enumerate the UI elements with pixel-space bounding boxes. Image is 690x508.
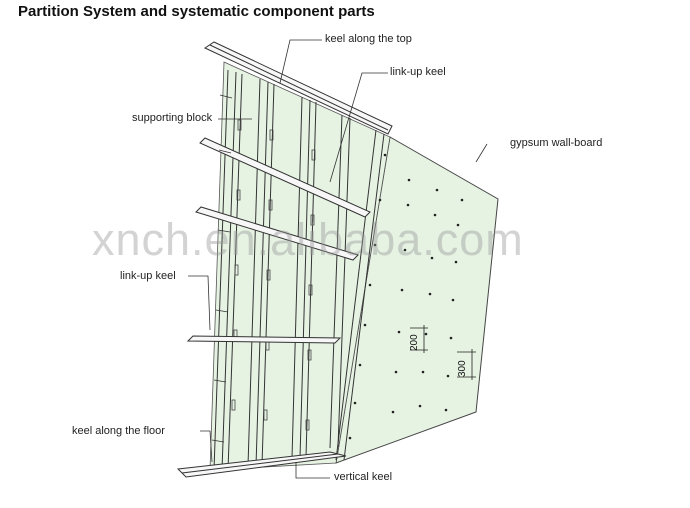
label-vertical-keel: vertical keel	[334, 471, 393, 483]
watermark-text: xnch.en.alibaba.com	[92, 214, 524, 265]
supporting-block-rungs	[211, 94, 233, 443]
keel-along-the-top	[203, 41, 393, 135]
label-supporting-block: supporting block	[132, 112, 213, 124]
dimension-300: 300	[457, 360, 468, 377]
vertical-keel-slots	[231, 119, 316, 431]
vertical-keels	[213, 69, 385, 471]
dimension-markers	[410, 325, 476, 380]
horizontal-link-up-keels	[186, 137, 371, 344]
label-link-up-keel-top: link-up keel	[390, 66, 446, 78]
board-screw-dots	[348, 153, 464, 440]
gypsum-wall-board	[209, 61, 499, 471]
dimension-200: 200	[409, 334, 420, 351]
label-link-up-keel-left: link-up keel	[120, 270, 176, 282]
label-keel-along-the-floor: keel along the floor	[72, 425, 165, 437]
leader-lines	[188, 39, 488, 479]
keel-along-the-floor	[176, 451, 347, 478]
label-gypsum-wall-board: gypsum wall-board	[510, 137, 603, 149]
label-keel-along-the-top: keel along the top	[325, 33, 412, 45]
page-title: Partition System and systematic componen…	[18, 3, 375, 20]
